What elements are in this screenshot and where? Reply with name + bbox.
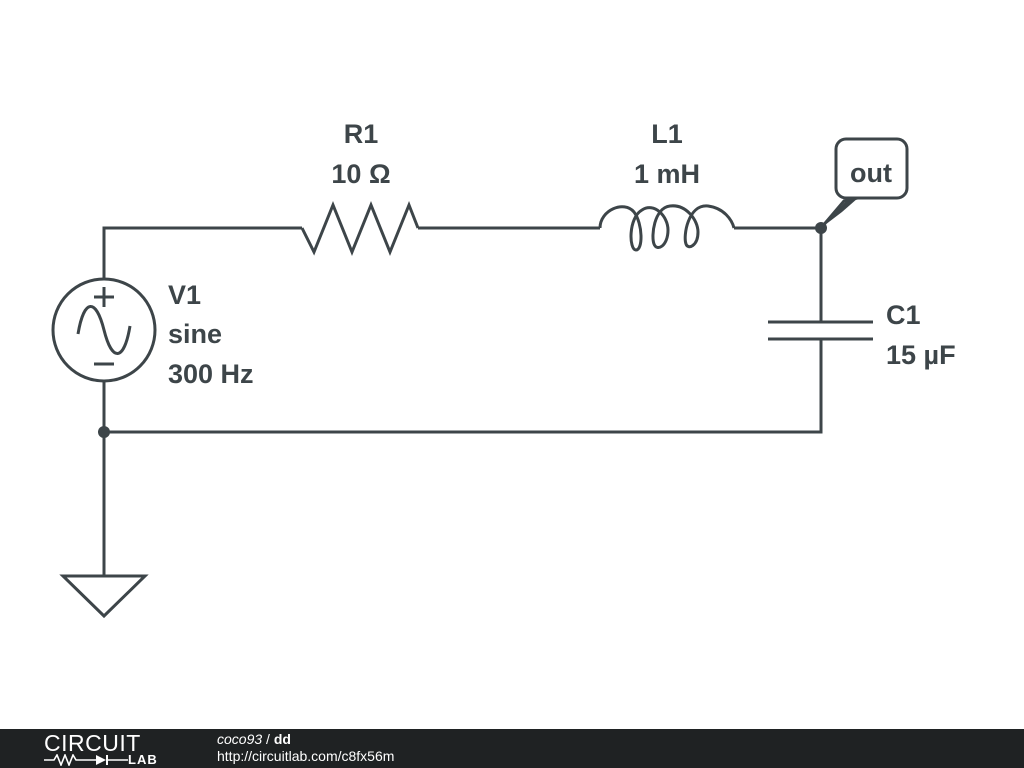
capacitor-c1-symbol[interactable] xyxy=(768,320,873,341)
footer-bar: CIRCUIT LAB coco93 / dd http://circuitla… xyxy=(0,729,1024,768)
source-plus-icon xyxy=(94,287,114,307)
output-net-label-text: out xyxy=(850,158,892,188)
footer-url[interactable]: http://circuitlab.com/c8fx56m xyxy=(217,748,395,764)
l1-value: 1 mH xyxy=(634,159,700,189)
footer-separator: / xyxy=(262,731,274,747)
logo-wordmark: CIRCUIT xyxy=(44,730,141,756)
v1-frequency: 300 Hz xyxy=(168,359,254,389)
footer-credit: coco93 / dd http://circuitlab.com/c8fx56… xyxy=(217,731,394,765)
c1-value: 15 µF xyxy=(886,340,956,370)
circuit-schematic: out R1 10 Ω L1 1 mH C1 15 µF V1 sine 300… xyxy=(51,119,956,619)
output-net-label[interactable]: out xyxy=(819,137,909,229)
l1-designator: L1 xyxy=(651,119,683,149)
wire-top-left xyxy=(102,226,302,279)
c1-designator: C1 xyxy=(886,300,921,330)
footer-project[interactable]: dd xyxy=(273,731,291,747)
sine-wave-icon xyxy=(76,305,132,355)
wire-right-lower xyxy=(104,339,823,434)
v1-waveform: sine xyxy=(168,319,222,349)
r1-designator: R1 xyxy=(344,119,379,149)
r1-value: 10 Ω xyxy=(331,159,390,189)
voltage-source-v1-symbol[interactable] xyxy=(51,277,157,383)
resistor-r1-symbol[interactable] xyxy=(300,200,420,257)
circuitlab-logo[interactable]: CIRCUIT LAB xyxy=(44,731,176,767)
ground-icon[interactable] xyxy=(59,574,149,619)
inductor-l1-symbol[interactable] xyxy=(598,204,736,252)
logo-sub-wordmark: LAB xyxy=(128,752,158,767)
v1-designator: V1 xyxy=(168,280,201,310)
logo-circuit-icon xyxy=(44,754,128,766)
footer-user[interactable]: coco93 xyxy=(217,731,263,747)
